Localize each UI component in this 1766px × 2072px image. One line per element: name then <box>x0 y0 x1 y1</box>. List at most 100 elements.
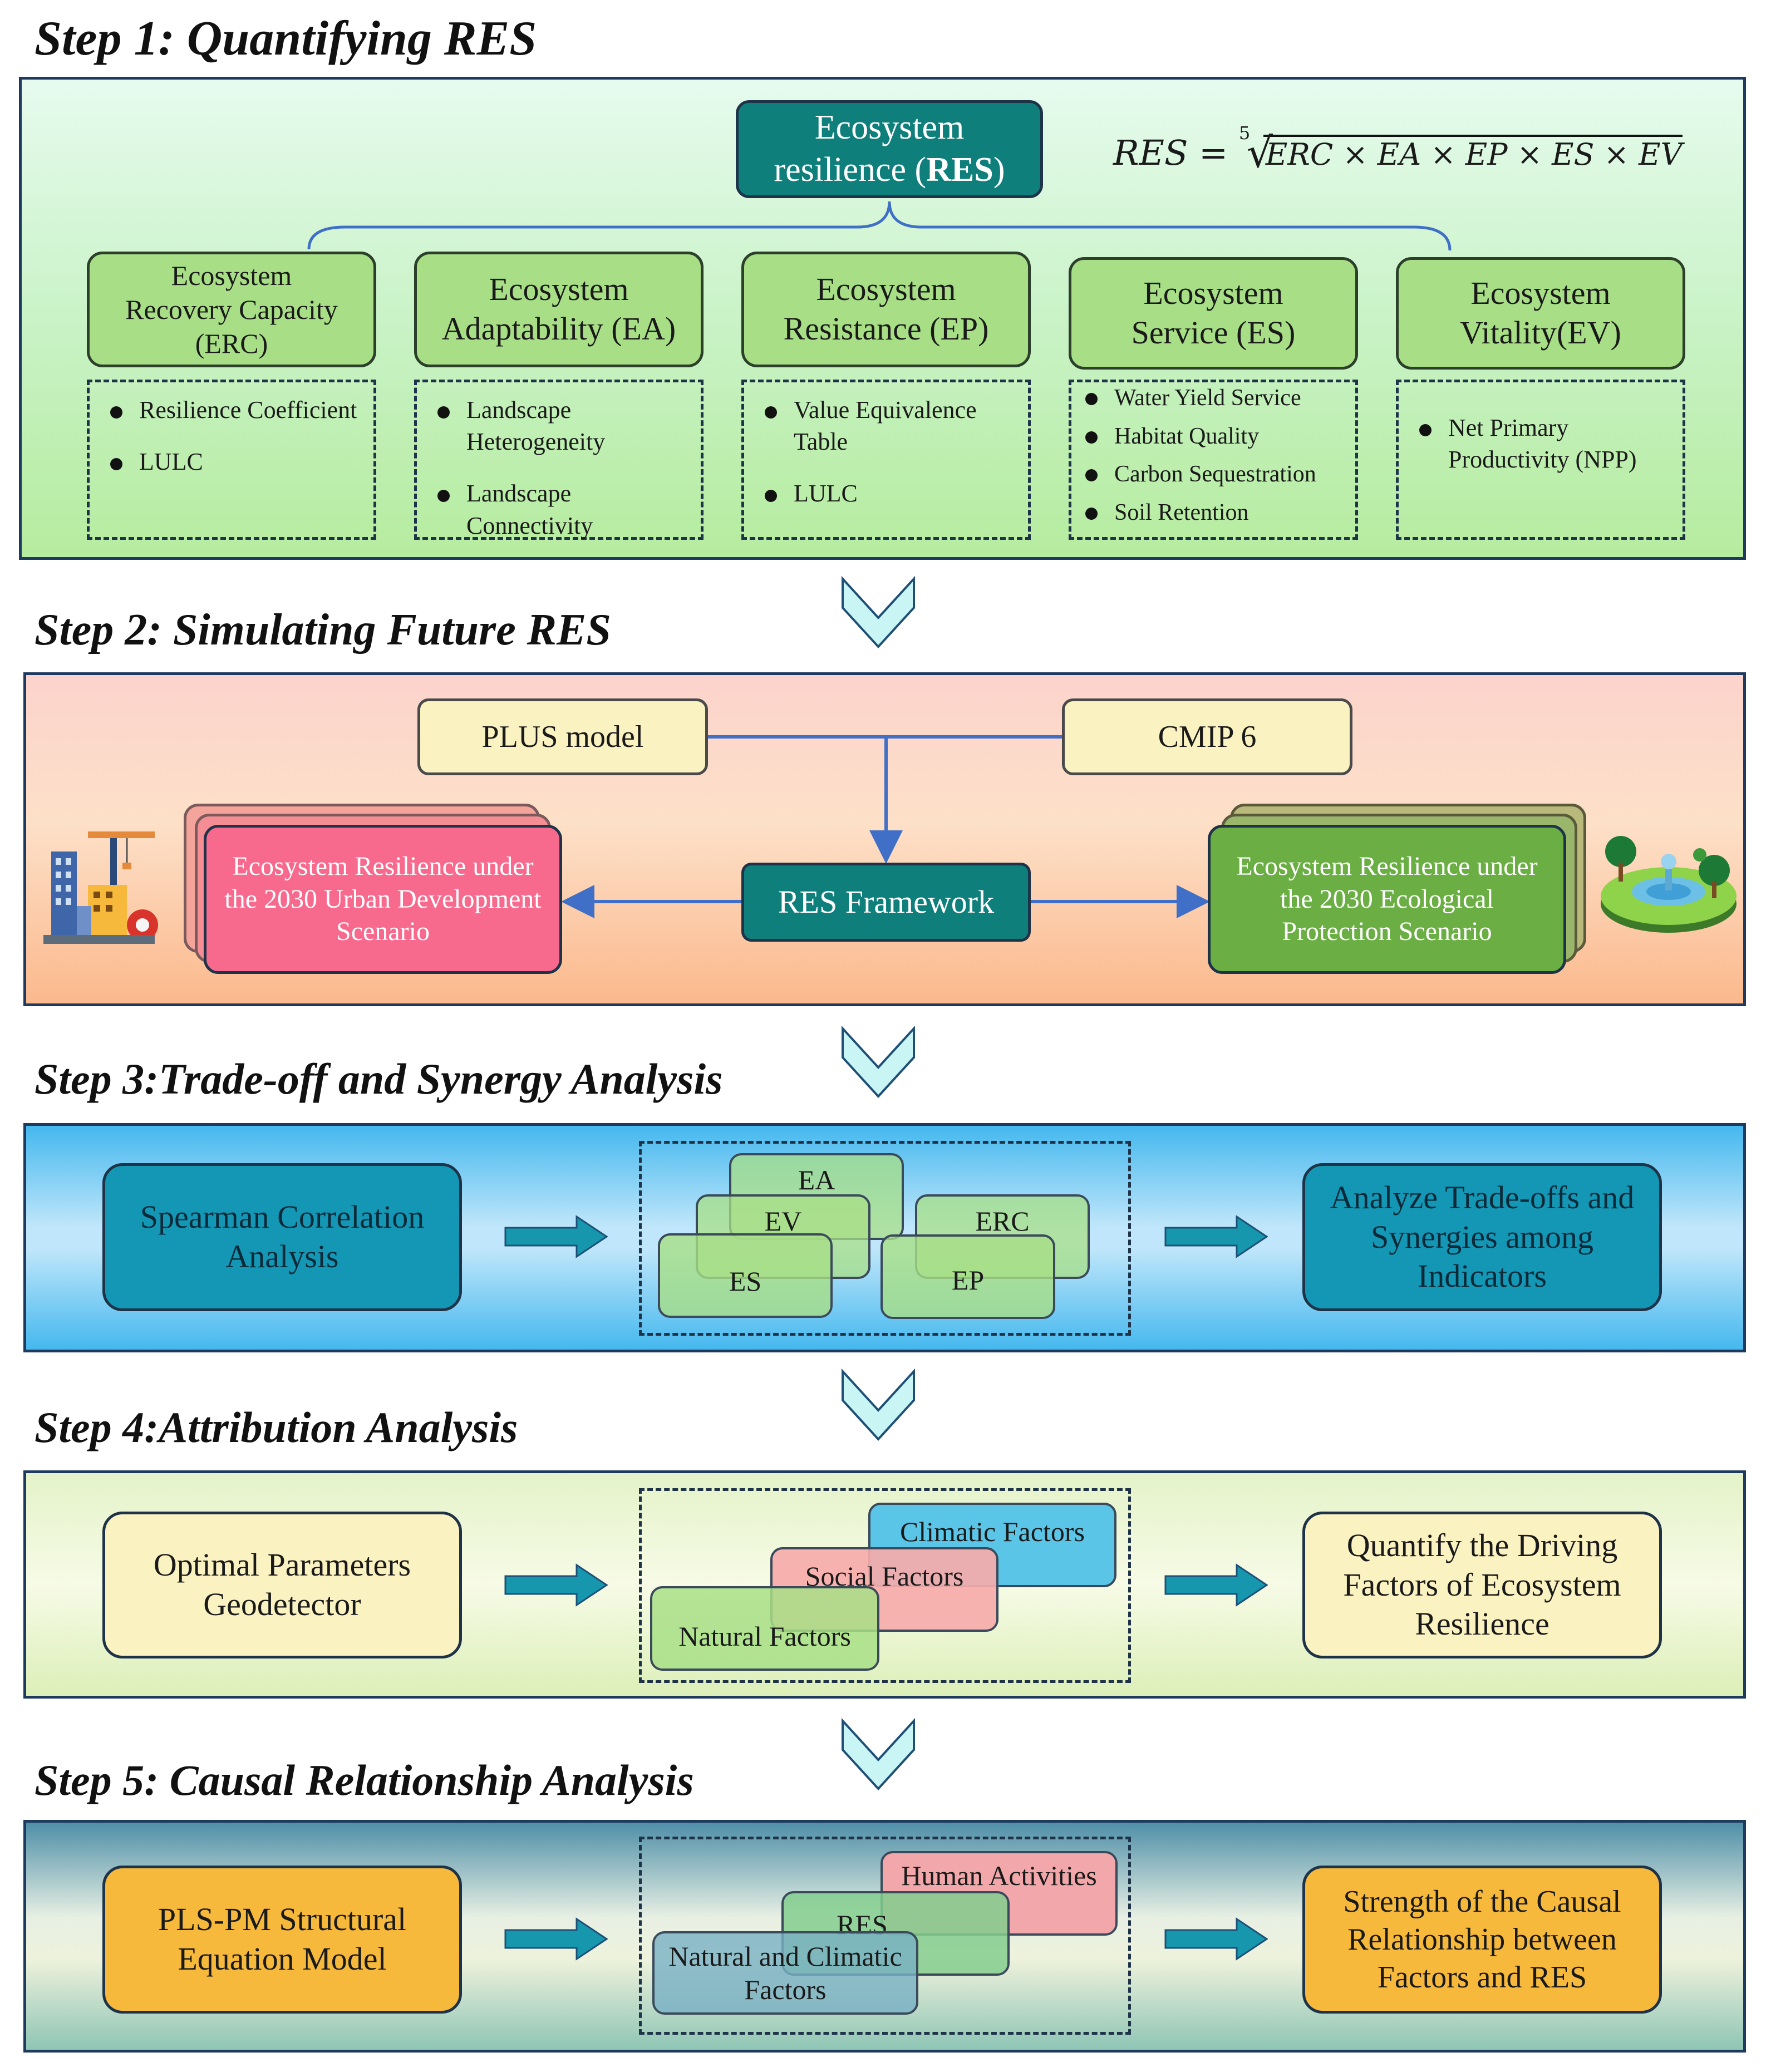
bullet-icon <box>437 490 450 503</box>
bullet-icon <box>110 406 122 419</box>
indicator-text: Water Yield Service <box>1114 385 1301 411</box>
step4-card-3: Natural Factors <box>650 1586 879 1671</box>
step4-card-text: Climatic Factors <box>900 1516 1085 1547</box>
right-arrow-icon <box>1164 1215 1268 1258</box>
step4-title: Step 4:Attribution Analysis <box>35 1403 518 1451</box>
right-arrow-icon <box>504 1215 608 1258</box>
step3-card-5: EP <box>880 1234 1055 1319</box>
indicator-item: Landscape Connectivity <box>427 478 695 541</box>
component-label-line: Service (ES) <box>1131 314 1296 351</box>
res-box-line2: resilience (RES) <box>774 151 1005 189</box>
step5-card-text: Natural and Climatic Factors <box>668 1941 902 2005</box>
component-label-line: Ecosystem <box>1143 275 1283 312</box>
indicator-text: Landscape Connectivity <box>466 480 593 539</box>
step3-card-text: EA <box>798 1164 835 1195</box>
right-arrow-icon <box>1164 1563 1268 1607</box>
urban-buildings-icon <box>43 831 158 944</box>
res-bracket <box>307 201 1452 251</box>
indicator-text: Soil Retention <box>1114 499 1249 525</box>
step5-dashed-group <box>639 1837 1131 2035</box>
tradeoffs-box: Analyze Trade-offs and Synergies among I… <box>1302 1163 1662 1311</box>
indicator-item: Value Equivalence Table <box>755 394 1022 457</box>
bullet-icon <box>1085 469 1098 482</box>
plspm-box: PLS-PM Structural Equation Model <box>102 1866 462 2014</box>
step3-dashed-group <box>639 1141 1131 1336</box>
right-arrow-icon <box>1164 1917 1268 1961</box>
res-box-line1: Ecosystem <box>814 109 965 147</box>
step1-title: Step 1: Quantifying RES <box>35 12 537 66</box>
eco-scenario-box: Ecosystem Resilience under the 2030 Ecol… <box>1208 825 1566 974</box>
bullet-icon <box>765 406 777 419</box>
component-label-line: Resistance (EP) <box>783 311 989 347</box>
step3-card-3: ES <box>658 1233 833 1318</box>
indicator-item: Habitat Quality <box>1082 421 1349 452</box>
res-formula: RES = 5 √ ERC × EA × EP × ES × EV <box>1113 122 1683 177</box>
bullet-icon <box>437 406 450 419</box>
component-label-line: Ecosystem <box>1470 275 1611 312</box>
indicator-item: Soil Retention <box>1082 498 1349 528</box>
component-label-line: Ecosystem <box>489 271 629 308</box>
indicator-item: Net Primary Productivity (NPP) <box>1409 412 1676 475</box>
bullet-icon <box>110 458 122 471</box>
bullet-icon <box>1085 393 1098 405</box>
indicator-item: Landscape Heterogeneity <box>427 394 695 457</box>
indicator-text: Carbon Sequestration <box>1114 461 1316 488</box>
indicator-list-5: Net Primary Productivity (NPP) <box>1409 412 1676 495</box>
indicator-group-3 <box>741 380 1031 540</box>
indicator-text: Net Primary Productivity (NPP) <box>1448 414 1637 474</box>
indicator-group-5 <box>1396 380 1685 540</box>
indicator-text: LULC <box>139 448 203 476</box>
chevron-down-icon <box>842 1025 915 1098</box>
indicator-text: Landscape Heterogeneity <box>466 396 606 456</box>
plus-model-box: PLUS model <box>417 698 708 775</box>
cmip6-box: CMIP 6 <box>1062 698 1352 775</box>
step3-card-text: ERC <box>975 1205 1030 1237</box>
urban-scenario-box: Ecosystem Resilience under the 2030 Urba… <box>204 825 562 974</box>
res-box: Ecosystem resilience (RES) <box>736 100 1043 198</box>
step3-card-text: EP <box>951 1264 985 1296</box>
right-arrow-icon <box>504 1563 608 1607</box>
bullet-icon <box>1085 431 1098 444</box>
indicator-item: Water Yield Service <box>1082 383 1349 414</box>
chevron-down-icon <box>842 575 915 648</box>
park-fountain-icon <box>1601 836 1737 933</box>
indicator-item: LULC <box>100 446 367 478</box>
chevron-down-icon <box>842 1368 915 1441</box>
indicator-group-4 <box>1069 380 1358 540</box>
indicator-item: Carbon Sequestration <box>1082 459 1349 490</box>
indicator-item: LULC <box>755 478 1022 509</box>
indicator-group-2 <box>414 380 704 540</box>
step3-title: Step 3:Trade-off and Synergy Analysis <box>35 1055 723 1103</box>
step3-card-text: ES <box>729 1266 762 1297</box>
step2-title: Step 2: Simulating Future RES <box>35 606 611 654</box>
res-framework-box: RES Framework <box>741 863 1031 942</box>
step5-card-3: Natural and Climatic Factors <box>652 1931 918 2015</box>
step4-card-text: Natural Factors <box>678 1621 851 1652</box>
indicator-item: Resilience Coefficient <box>100 394 367 426</box>
indicator-text: Habitat Quality <box>1114 423 1260 449</box>
spearman-box: Spearman Correlation Analysis <box>102 1163 462 1311</box>
bullet-icon <box>1085 507 1098 520</box>
component-label-line: Adaptability (EA) <box>441 311 676 347</box>
component-label-line: Vitality(EV) <box>1460 314 1621 351</box>
chevron-down-icon <box>842 1717 915 1790</box>
bullet-icon <box>1419 424 1432 436</box>
component-label-line: Ecosystem <box>171 259 292 291</box>
indicator-text: LULC <box>794 480 858 508</box>
geodetector-box: Optimal Parameters Geodetector <box>102 1512 462 1658</box>
step2-connectors <box>561 735 1210 918</box>
step5-title: Step 5: Causal Relationship Analysis <box>35 1756 694 1804</box>
component-label-line: Recovery Capacity <box>125 293 338 325</box>
component-label-line: (ERC) <box>195 327 268 359</box>
indicator-group-1 <box>87 380 376 540</box>
driving-factors-box: Quantify the Driving Factors of Ecosyste… <box>1302 1512 1662 1658</box>
step4-dashed-group <box>639 1488 1131 1683</box>
